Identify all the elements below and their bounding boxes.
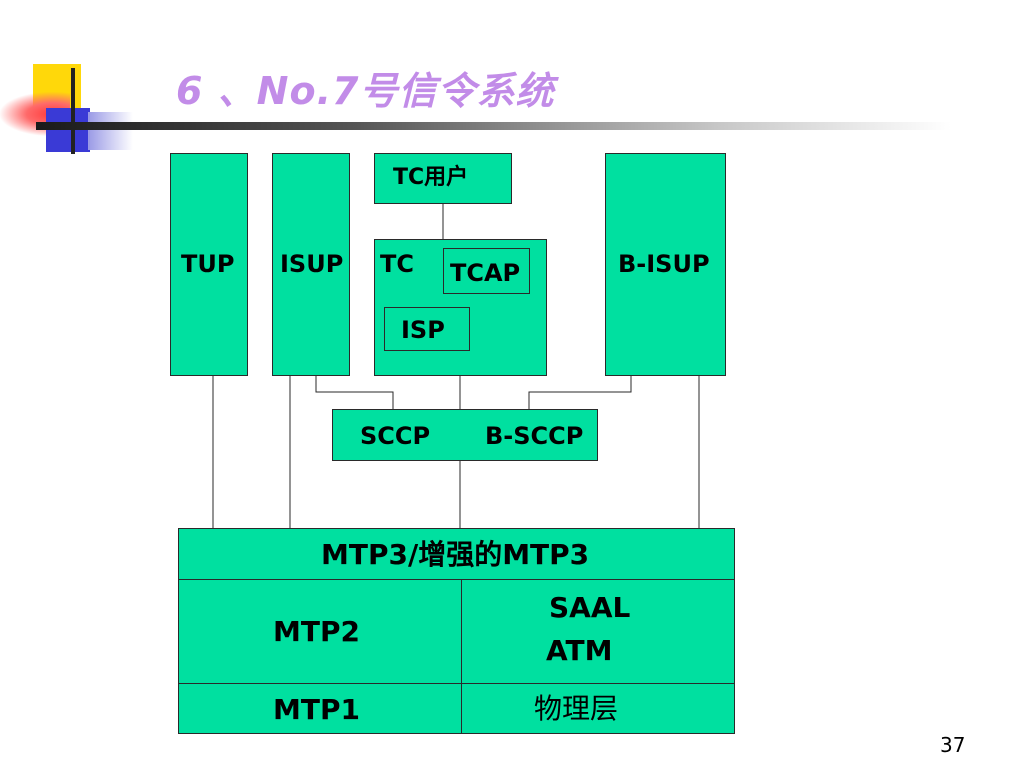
- atm-label: ATM: [546, 634, 613, 667]
- mtp1-label: MTP1: [273, 693, 360, 726]
- decor-blue-square: [46, 108, 90, 152]
- tc-label: TC: [380, 250, 414, 278]
- isup-box: ISUP: [272, 153, 350, 376]
- mtp3-box: MTP3/增强的MTP3: [178, 528, 735, 580]
- isp-label: ISP: [401, 316, 445, 344]
- tcap-box: TCAP: [443, 248, 530, 294]
- tc-user-box: TC用户: [374, 153, 512, 204]
- saal-atm-box: SAAL ATM: [461, 579, 735, 684]
- connector-bisup-bsccp: [528, 375, 632, 409]
- decor-vertical-line: [71, 68, 75, 154]
- decor-title-underline: [36, 122, 951, 130]
- b-isup-box: B-ISUP: [605, 153, 726, 376]
- slide-title: 6 、No.7号信令系统: [176, 69, 555, 113]
- connector-isup-sccp: [315, 375, 394, 409]
- physical-layer-label: 物理层: [534, 692, 619, 725]
- tc-box: TC TCAP ISP: [374, 239, 547, 376]
- sccp-box: SCCP B-SCCP: [332, 409, 598, 461]
- b-isup-label: B-ISUP: [618, 250, 710, 278]
- mtp1-box: MTP1: [178, 683, 462, 734]
- mtp3-label: MTP3/增强的MTP3: [321, 538, 590, 571]
- b-sccp-label: B-SCCP: [485, 422, 584, 450]
- saal-label: SAAL: [549, 591, 631, 624]
- physical-layer-box: 物理层: [461, 683, 735, 734]
- isp-box: ISP: [384, 307, 470, 351]
- tup-box: TUP: [170, 153, 248, 376]
- isup-label: ISUP: [280, 250, 344, 278]
- tup-label: TUP: [181, 250, 235, 278]
- tcap-label: TCAP: [450, 259, 521, 287]
- tc-user-label: TC用户: [393, 165, 469, 190]
- page-number: 37: [940, 733, 966, 757]
- decor-blue-fade: [88, 112, 133, 150]
- mtp2-label: MTP2: [273, 615, 360, 648]
- mtp2-box: MTP2: [178, 579, 462, 684]
- sccp-label: SCCP: [360, 422, 431, 450]
